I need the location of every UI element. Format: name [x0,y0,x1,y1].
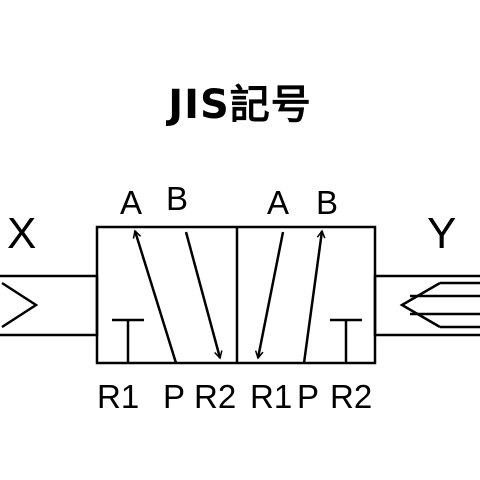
port-label-p-right: P [297,378,319,415]
port-label-r1-right: R1 [250,378,292,415]
port-label-a-right: A [267,184,289,221]
port-label-b-left: B [166,180,188,217]
signal-label-x: X [7,209,36,258]
port-label-b-right: B [316,184,338,221]
right-pilot-actuator [373,274,480,337]
left-position-flow-paths [112,231,220,364]
blocked-port-r2 [330,318,362,363]
flow-arrow-p-to-a [135,231,178,364]
flow-arrow-b-to-r2 [184,231,220,358]
port-label-a-left: A [120,184,142,221]
right-position-flow-paths [258,231,362,364]
port-label-r2-left: R2 [194,378,236,415]
signal-label-y: Y [427,209,456,258]
valve-body [95,225,377,365]
flow-arrow-p-to-b [302,231,322,364]
port-label-r1-left: R1 [97,378,139,415]
left-pilot-actuator [0,274,99,337]
port-label-p-left: P [163,378,185,415]
port-label-r2-right: R2 [330,378,372,415]
page-title: JIS記号 [168,82,312,128]
blocked-port-r1 [112,318,144,363]
flow-arrow-a-to-r1 [258,231,285,358]
